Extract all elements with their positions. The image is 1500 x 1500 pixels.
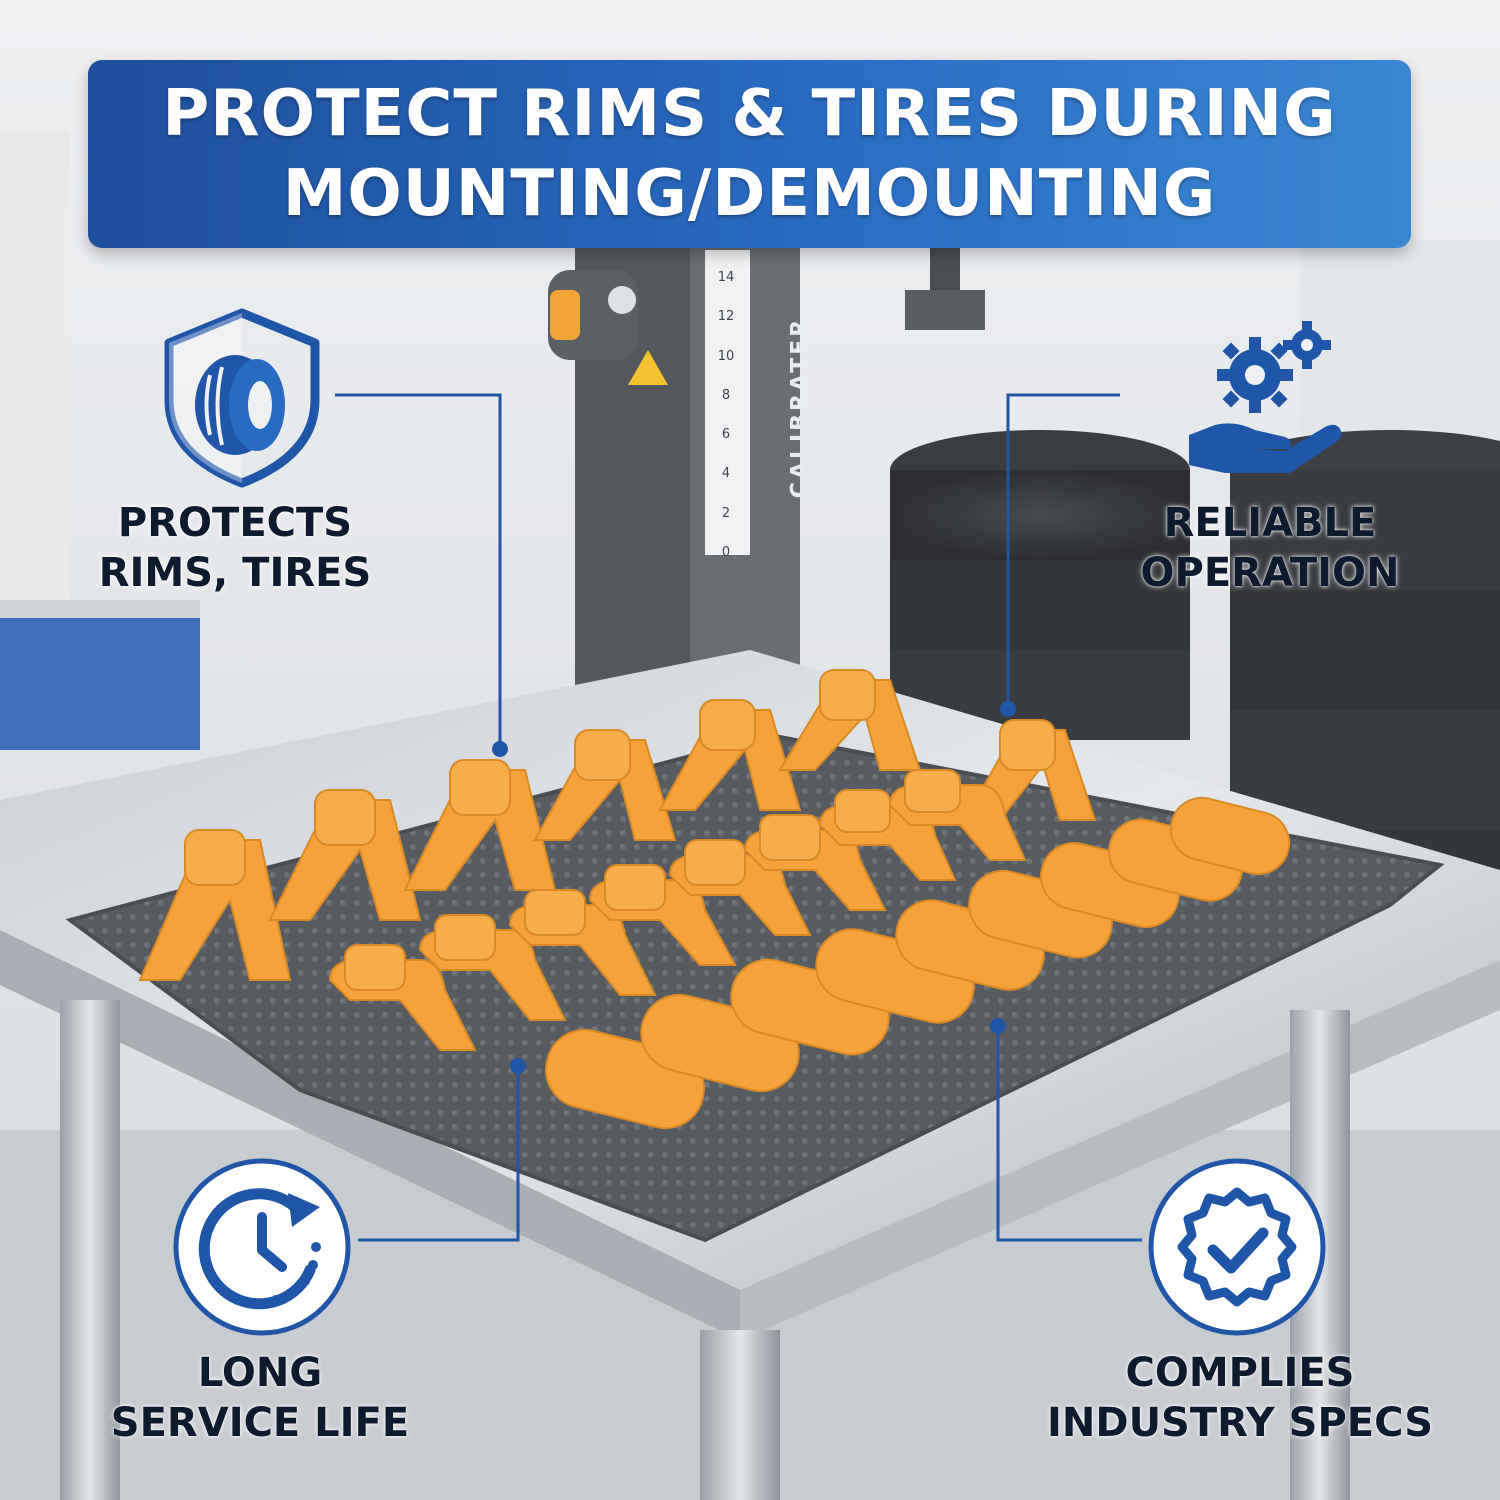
headline-line-1: PROTECT RIMS & TIRES DURING [162, 77, 1337, 151]
feature-complies: COMPLIES INDUSTRY SPECS [1015, 1348, 1465, 1448]
feature-protects: PROTECTS RIMS, TIRES [70, 498, 400, 598]
feature-long-life-line-2: SERVICE LIFE [110, 1400, 410, 1446]
scale-tick: 0 [721, 544, 731, 560]
feature-protects-line-2: RIMS, TIRES [98, 550, 372, 596]
gears-hand-icon [1189, 321, 1342, 473]
scale-tick: 10 [717, 348, 735, 364]
scale-tick: 6 [721, 427, 731, 443]
machine-brand-label: CALIBRATER [787, 316, 813, 499]
scale-tick: 14 [717, 270, 735, 285]
feature-reliable-line-1: RELIABLE [1163, 500, 1377, 546]
feature-protects-line-1: PROTECTS [117, 500, 353, 546]
feature-long-life: LONG SERVICE LIFE [90, 1348, 430, 1448]
clock-refresh-icon [173, 1158, 351, 1336]
feature-complies-line-1: COMPLIES [1125, 1350, 1355, 1396]
feature-reliable: RELIABLE OPERATION [1090, 498, 1450, 598]
scale-tick: 4 [721, 466, 731, 482]
badge-check-icon [1148, 1158, 1326, 1336]
headline-banner: PROTECT RIMS & TIRES DURING MOUNTING/DEM… [88, 60, 1411, 248]
scale-tick: 12 [717, 309, 735, 325]
feature-reliable-line-2: OPERATION [1140, 550, 1400, 596]
feature-long-life-line-1: LONG [197, 1350, 323, 1396]
scale-tick: 8 [721, 387, 731, 403]
scale-tick: 2 [721, 505, 731, 521]
tire-shield-icon [164, 308, 320, 488]
headline-line-2: MOUNTING/DEMOUNTING [282, 157, 1217, 231]
machine-scale: 0 2 4 6 8 10 12 14 [706, 270, 746, 560]
feature-complies-line-2: INDUSTRY SPECS [1047, 1400, 1433, 1446]
